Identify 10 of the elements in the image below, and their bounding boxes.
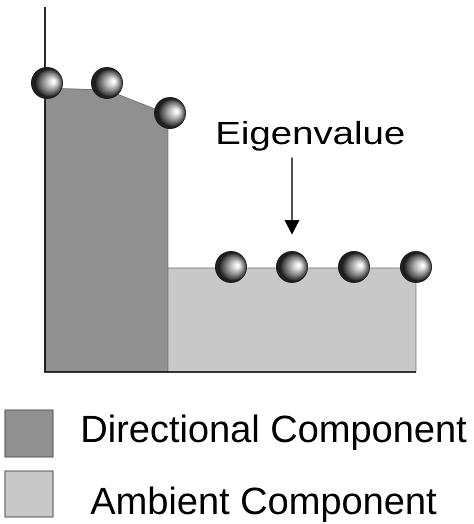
sphere xyxy=(215,251,247,283)
legend-label: Ambient Component xyxy=(90,486,436,522)
legend-label: Directional Component xyxy=(83,414,466,450)
sphere xyxy=(31,67,63,99)
sphere xyxy=(400,251,432,283)
sphere xyxy=(276,251,308,283)
sphere xyxy=(338,251,370,283)
sphere xyxy=(154,97,186,129)
sphere xyxy=(91,67,123,99)
callout-label: Eigenvalue xyxy=(218,120,404,151)
